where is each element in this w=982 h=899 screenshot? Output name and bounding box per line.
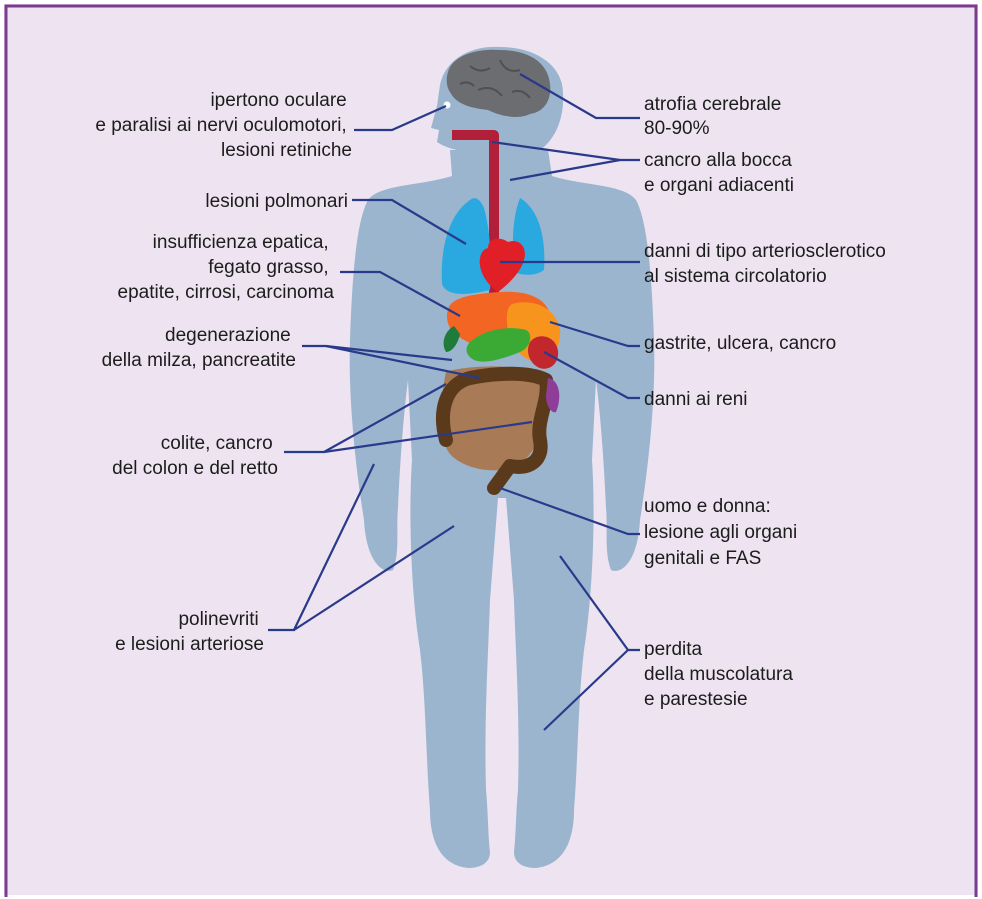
label-kidneys: danni ai reni xyxy=(644,389,748,410)
label-lungs: lesioni polmonari xyxy=(205,191,348,212)
label-stomach: gastrite, ulcera, cancro xyxy=(644,333,836,354)
